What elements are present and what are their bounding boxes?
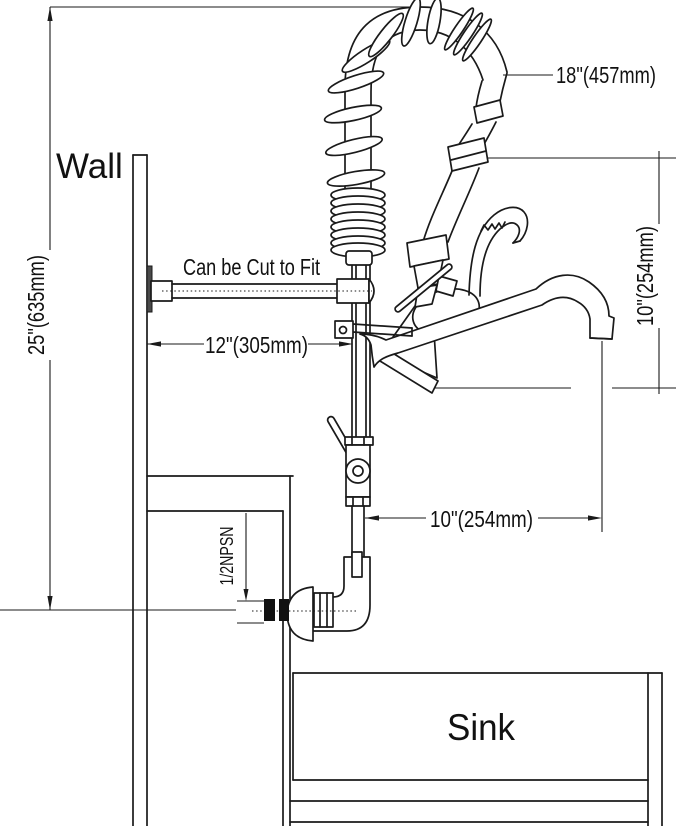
hook-grip-serration bbox=[480, 221, 506, 232]
wall-bracket-arm bbox=[146, 265, 341, 313]
hose-coupling bbox=[447, 137, 489, 172]
spray-head-unit bbox=[394, 72, 529, 313]
dim-spout-reach-label: 10"(254mm) bbox=[430, 506, 533, 532]
wall-shape bbox=[132, 154, 148, 826]
cut-to-fit-label: Can be Cut to Fit bbox=[183, 254, 320, 280]
dim-wall-bracket-label: 12"(305mm) bbox=[205, 332, 308, 358]
inlet-flange bbox=[286, 586, 314, 642]
bracket-plate bbox=[334, 320, 413, 339]
addon-faucet-spout bbox=[359, 274, 615, 368]
hanger-hook bbox=[468, 206, 529, 297]
dim-spout-drop-label: 10"(254mm) bbox=[632, 226, 658, 326]
dim-hose-length: 18"(457mm) bbox=[503, 62, 656, 88]
dim-overall-height: 25"(635mm) bbox=[23, 7, 53, 610]
wall-label: Wall bbox=[56, 147, 123, 186]
sink-shape bbox=[292, 672, 663, 781]
supply-elbow bbox=[162, 290, 372, 642]
ball-valve bbox=[326, 415, 374, 507]
dim-spout-reach: 10"(254mm) bbox=[365, 506, 602, 532]
hose-band-upper bbox=[473, 99, 504, 124]
sink-stand bbox=[146, 475, 663, 826]
inlet-nut bbox=[313, 592, 334, 628]
reference-lines bbox=[0, 6, 676, 611]
sink-label: Sink bbox=[447, 707, 515, 748]
inlet-thread-label: 1/2NPSN bbox=[217, 527, 237, 586]
spring-coil bbox=[323, 0, 493, 266]
union-nut bbox=[351, 551, 363, 578]
spring-bottom-stack bbox=[330, 187, 386, 266]
dim-hose-length-label: 18"(457mm) bbox=[556, 62, 656, 88]
inlet-nipple bbox=[264, 599, 275, 621]
dim-spout-drop: 10"(254mm) bbox=[632, 151, 660, 394]
spray-lever bbox=[394, 263, 453, 313]
inlet-thread-callout: 1/2NPSN bbox=[217, 513, 249, 601]
dim-overall-height-label: 25"(635mm) bbox=[23, 255, 49, 355]
valve-coupling bbox=[406, 234, 450, 268]
dim-wall-bracket: 12"(305mm) bbox=[147, 332, 353, 358]
